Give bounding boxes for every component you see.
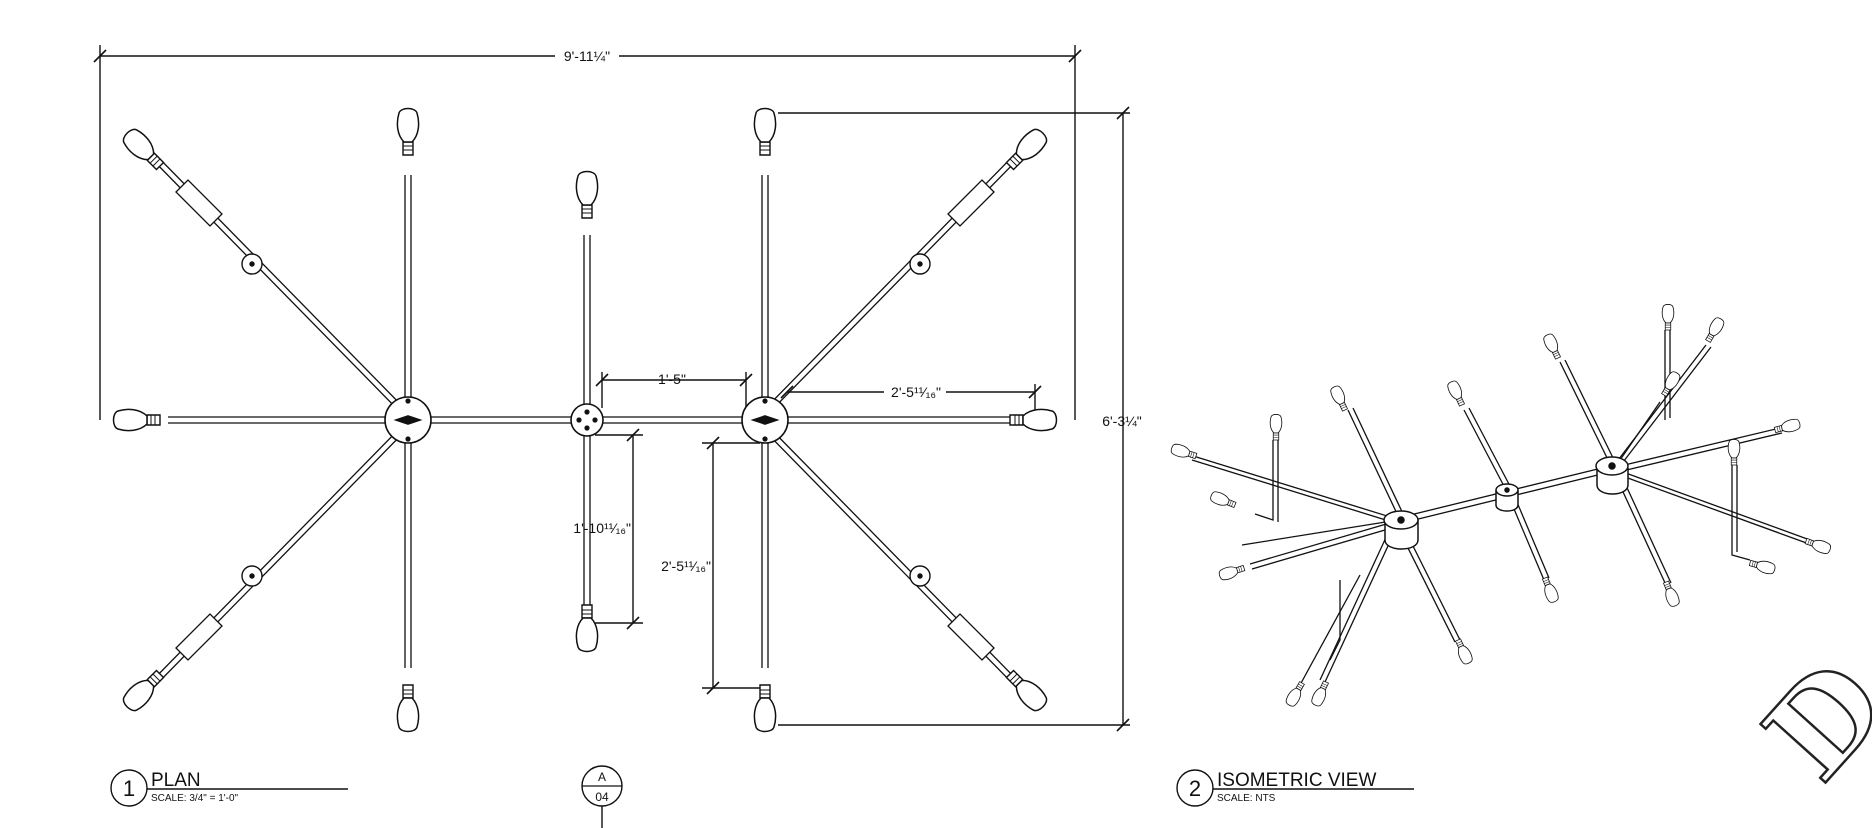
plan-title-block: 1 PLAN SCALE: 3/4" = 1'-0" bbox=[110, 769, 348, 807]
dimension-hub-spacing bbox=[595, 372, 753, 408]
dim-right-vertical-label: 2'-5¹¹⁄₁₆" bbox=[661, 558, 711, 574]
plan-view-number: 1 bbox=[123, 776, 135, 801]
hubs bbox=[384, 396, 789, 444]
isometric-title-block: 2 ISOMETRIC VIEW SCALE: NTS bbox=[1176, 769, 1414, 807]
dimension-overall-width bbox=[93, 45, 1082, 420]
plan-view-title: PLAN bbox=[151, 770, 201, 791]
isometric-view bbox=[1169, 304, 1833, 709]
section-marker-sheet: 04 bbox=[595, 790, 609, 804]
isometric-view-scale: SCALE: NTS bbox=[1217, 793, 1276, 804]
dim-right-arm-label: 2'-5¹¹⁄₁₆" bbox=[891, 384, 941, 400]
section-marker: A 04 bbox=[581, 765, 623, 828]
section-marker-letter: A bbox=[598, 770, 606, 784]
dimension-overall-height bbox=[778, 106, 1130, 732]
arm-sleeves bbox=[175, 179, 995, 661]
iso-arms bbox=[1189, 344, 1813, 686]
dim-center-arm-label: 1'-10¹¹⁄₁₆" bbox=[573, 520, 631, 536]
plan-view-scale: SCALE: 3/4" = 1'-0" bbox=[151, 793, 239, 804]
dim-overall-height-label: 6'-3¼" bbox=[1102, 413, 1142, 429]
isometric-view-title: ISOMETRIC VIEW bbox=[1217, 770, 1376, 791]
iso-hubs bbox=[1383, 456, 1629, 550]
dimension-center-arm bbox=[595, 428, 643, 630]
dim-overall-width-label: 9'-11¼" bbox=[564, 48, 610, 64]
dim-hub-spacing-label: 1'-5" bbox=[658, 371, 686, 387]
dimension-right-vertical bbox=[702, 436, 760, 695]
plan-view bbox=[93, 45, 1130, 733]
isometric-view-number: 2 bbox=[1189, 776, 1201, 801]
couplers bbox=[241, 253, 931, 587]
watermark-letter: D bbox=[1738, 634, 1872, 806]
